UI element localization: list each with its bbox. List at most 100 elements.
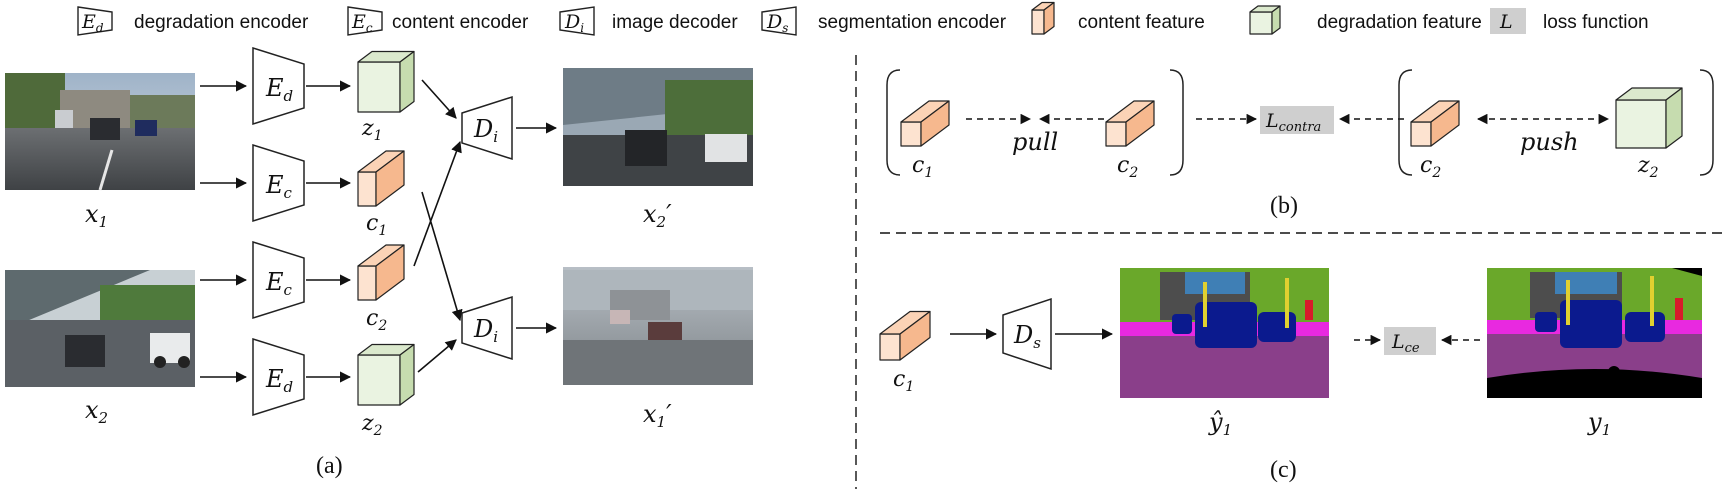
label-x2-prime: x2′ — [643, 200, 672, 231]
segmentation-prediction-image — [1120, 268, 1329, 398]
b-label-c2-left: c2 — [1117, 153, 1138, 181]
bracket-right-close — [1699, 69, 1714, 176]
svg-text:Ed: Ed — [265, 365, 293, 396]
legend-content-encoder: Ec content encoder — [347, 6, 529, 36]
push-label: push — [1520, 128, 1579, 156]
b-label-z2: z2 — [1637, 153, 1659, 181]
arrow-z1-to-di1 — [421, 79, 457, 119]
b-label-c1: c1 — [912, 153, 933, 181]
legend-segmentation-encoder-label: segmentation encoder — [818, 12, 1007, 33]
cube-front-face — [357, 354, 401, 406]
cube-side-face — [1665, 87, 1683, 149]
svg-text:Lcontra: Lcontra — [1265, 110, 1321, 135]
b-c1-cube — [900, 100, 950, 147]
encoder-trapezoid-icon — [347, 6, 383, 36]
encoder-trapezoid-icon — [77, 6, 113, 36]
cube-front-face — [1615, 99, 1667, 149]
feature-c1-cube — [357, 150, 405, 207]
legend-degradation-encoder-symbol: Ed — [81, 11, 104, 35]
legend-loss-symbol: L — [1499, 11, 1513, 33]
svg-text:Ds: Ds — [1013, 321, 1041, 352]
cube-side-face — [375, 244, 405, 301]
label-x2: x2 — [85, 396, 108, 427]
bracket-left-close — [1169, 69, 1184, 176]
input-image-x1 — [5, 73, 195, 191]
cube-side-face — [899, 310, 931, 361]
decoder-ds: Ds — [1002, 297, 1052, 371]
cube-front-face — [357, 265, 377, 301]
feature-z1-cube — [357, 50, 415, 113]
legend-image-decoder: Di image decoder — [559, 6, 738, 36]
cube-front-face — [1031, 9, 1045, 35]
legend-degradation-encoder-label: degradation encoder — [134, 12, 309, 33]
encoder-ed-2: Ed — [252, 337, 305, 417]
caption-c: (c) — [1270, 457, 1297, 483]
caption-a: (a) — [316, 453, 343, 479]
legend-content-encoder-label: content encoder — [392, 12, 529, 33]
legend-content-feature: content feature — [1031, 1, 1205, 35]
cube-front-face — [1410, 121, 1432, 147]
svg-text:Lce: Lce — [1391, 331, 1420, 356]
output-image-x1-prime — [563, 267, 753, 385]
bracket-right-open — [1398, 69, 1413, 176]
legend: Ed degradation encoder Ec content encode… — [77, 1, 1649, 36]
cube-front-face — [879, 333, 901, 361]
b-z2-cube — [1615, 87, 1683, 149]
feature-z2-cube — [357, 343, 415, 406]
legend-content-encoder-symbol: Ec — [351, 11, 373, 35]
encoder-ed-1: Ed — [252, 46, 305, 126]
arrow-z2-to-di2 — [417, 339, 457, 373]
decoder-trapezoid-icon — [559, 6, 595, 36]
ce-loss-box: Lce — [1384, 327, 1436, 356]
legend-degradation-feature: degradation feature — [1249, 5, 1482, 35]
input-image-x2 — [5, 270, 195, 387]
encoder-ec-2: Ec — [252, 240, 305, 320]
cube-side-face — [399, 343, 415, 406]
cube-side-face — [920, 100, 950, 147]
cube-front-face — [357, 171, 377, 207]
content-feature-cube-icon — [1031, 1, 1055, 35]
cube-front-face — [900, 121, 922, 147]
b-c2-cube-right — [1410, 100, 1460, 147]
cube-front-face — [1105, 121, 1127, 147]
svg-text:Di: Di — [473, 115, 498, 146]
cube-side-face — [375, 150, 405, 207]
decoder-di-1: Di — [461, 95, 513, 161]
label-z2: z2 — [361, 411, 383, 439]
b-label-c2-right: c2 — [1420, 153, 1441, 181]
panel-c: c1 Ds ŷ1 Lce — [879, 268, 1702, 483]
cube-side-face — [399, 50, 415, 113]
label-y1: y1 — [1587, 408, 1611, 439]
legend-content-feature-label: content feature — [1078, 12, 1205, 33]
legend-segmentation-encoder-symbol: Ds — [766, 11, 788, 35]
caption-b: (b) — [1270, 193, 1298, 219]
bracket-left-open — [886, 69, 901, 176]
legend-segmentation-encoder: Ds segmentation encoder — [761, 6, 1007, 36]
legend-degradation-feature-label: degradation feature — [1317, 12, 1482, 33]
panel-a: x1 x2 Ed Ec Ec — [5, 46, 753, 479]
label-c2: c2 — [366, 306, 387, 334]
label-z1: z1 — [361, 116, 383, 144]
feature-c2-cube — [357, 244, 405, 301]
arrow-c1-to-di2 — [421, 191, 463, 322]
cube-side-face — [1125, 100, 1155, 147]
contrastive-loss-box: Lcontra — [1260, 106, 1334, 135]
decoder-trapezoid-icon — [761, 6, 797, 36]
legend-loss-function: L loss function — [1490, 8, 1649, 34]
c-label-c1: c1 — [893, 367, 914, 395]
output-image-x2-prime — [563, 68, 753, 186]
cube-side-face — [1271, 5, 1281, 35]
degradation-feature-cube-icon — [1249, 5, 1281, 35]
label-x1: x1 — [85, 200, 108, 231]
svg-text:Ed: Ed — [265, 74, 293, 105]
label-y-hat-1: ŷ1 — [1208, 408, 1232, 439]
segmentation-ground-truth-image — [1487, 268, 1702, 398]
b-c2-cube-left — [1105, 100, 1155, 147]
legend-loss-function-label: loss function — [1543, 12, 1649, 33]
legend-image-decoder-symbol: Di — [564, 11, 584, 35]
cube-front-face — [1249, 11, 1273, 35]
c-c1-cube — [879, 310, 931, 361]
loss-box-icon — [1490, 8, 1526, 34]
panel-b: c1 pull c2 Lcontra c2 push z2 (b) — [886, 69, 1714, 219]
